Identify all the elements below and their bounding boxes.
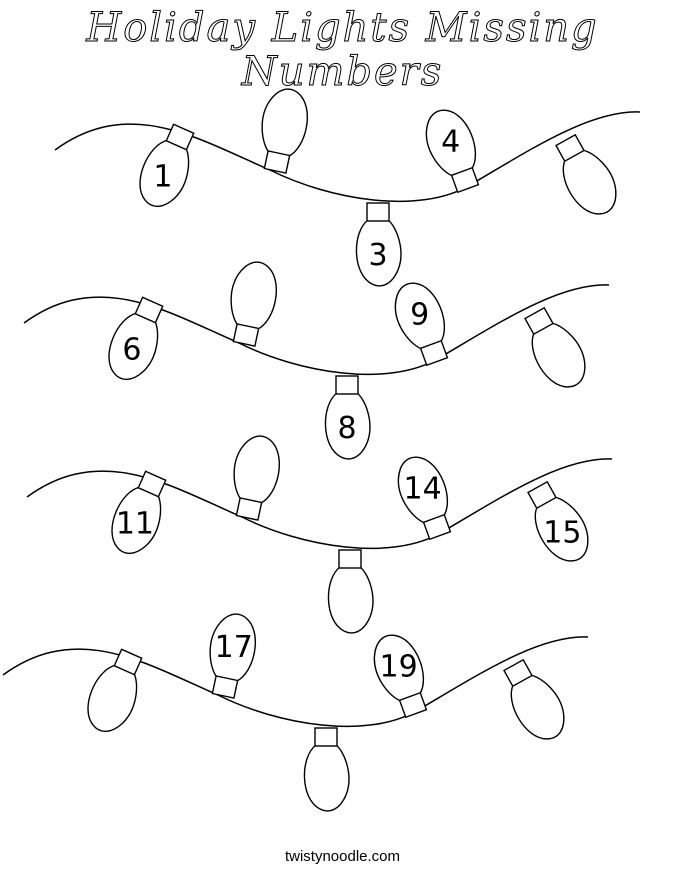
light-bulb: 4 bbox=[425, 109, 480, 194]
bulb-glass bbox=[87, 664, 138, 733]
bulb-glass bbox=[324, 392, 371, 460]
bulb-number: 3 bbox=[368, 238, 387, 273]
bulb-socket bbox=[263, 150, 291, 174]
light-bulb bbox=[327, 549, 374, 634]
bulb-glass bbox=[233, 435, 281, 504]
bulb-glass bbox=[111, 486, 162, 555]
bulb-number: 17 bbox=[215, 630, 253, 665]
light-bulb: 8 bbox=[324, 375, 371, 460]
bulb-glass bbox=[373, 634, 425, 702]
bulb-glass bbox=[139, 139, 190, 208]
light-bulb bbox=[555, 133, 617, 215]
bulb-number: 6 bbox=[122, 332, 141, 367]
bulb-socket bbox=[555, 133, 585, 163]
bulb-glass bbox=[209, 613, 257, 682]
bulb-number: 8 bbox=[337, 411, 356, 446]
light-bulb bbox=[503, 658, 565, 740]
bulb-socket bbox=[366, 202, 390, 222]
bulb-glass bbox=[531, 322, 586, 388]
bulb-socket bbox=[134, 296, 164, 324]
bulb-glass bbox=[510, 674, 565, 740]
string-wire bbox=[23, 284, 610, 376]
light-bulb: 3 bbox=[355, 202, 402, 287]
light-bulb: 1 bbox=[139, 123, 195, 208]
bulb-glass bbox=[230, 261, 278, 330]
light-string-row: 6 8 9 bbox=[23, 261, 610, 460]
bulb-socket bbox=[113, 648, 143, 676]
light-bulb bbox=[230, 261, 278, 347]
bulb-glass bbox=[355, 219, 402, 287]
light-bulb bbox=[303, 727, 350, 812]
light-bulb: 17 bbox=[209, 613, 257, 699]
bulb-number: 14 bbox=[404, 472, 442, 507]
light-bulb bbox=[524, 306, 586, 388]
bulb-socket bbox=[314, 727, 338, 747]
light-bulb: 9 bbox=[394, 282, 449, 367]
bulb-number: 19 bbox=[380, 650, 418, 685]
light-bulb: 14 bbox=[397, 456, 452, 541]
bulb-number: 4 bbox=[441, 125, 460, 160]
bulb-glass bbox=[397, 456, 449, 524]
bulb-socket bbox=[450, 166, 480, 194]
light-bulb: 11 bbox=[111, 470, 167, 555]
bulb-socket bbox=[419, 339, 449, 367]
bulb-socket bbox=[503, 658, 533, 688]
bulb-socket bbox=[335, 375, 359, 395]
worksheet-title: Holiday Lights Missing Numbers bbox=[86, 5, 599, 95]
bulb-glass bbox=[534, 496, 589, 562]
bulb-glass bbox=[562, 149, 617, 215]
light-bulb bbox=[261, 88, 309, 174]
bulb-number: 1 bbox=[153, 159, 172, 194]
string-wire bbox=[26, 458, 613, 550]
light-bulb: 15 bbox=[527, 480, 589, 562]
light-bulb: 19 bbox=[373, 634, 428, 719]
footer-site-credit: twistynoodle.com bbox=[284, 848, 401, 865]
bulb-socket bbox=[422, 513, 452, 541]
light-bulb bbox=[87, 648, 143, 733]
light-string-row: 11 14 15 bbox=[26, 435, 613, 634]
bulb-glass bbox=[261, 88, 309, 157]
bulb-socket bbox=[338, 549, 362, 569]
bulb-glass bbox=[108, 312, 159, 381]
bulb-number: 15 bbox=[543, 516, 581, 551]
bulb-socket bbox=[211, 675, 239, 699]
bulb-glass bbox=[425, 109, 477, 177]
bulb-glass bbox=[303, 744, 350, 812]
bulb-socket bbox=[524, 306, 554, 336]
bulb-number: 11 bbox=[116, 506, 154, 541]
bulb-socket bbox=[165, 123, 195, 151]
light-bulb: 6 bbox=[108, 296, 164, 381]
bulb-socket bbox=[232, 323, 260, 347]
string-wire bbox=[2, 636, 589, 728]
bulb-glass bbox=[394, 282, 446, 350]
bulb-socket bbox=[398, 691, 428, 719]
light-string-row: 1 3 4 bbox=[54, 88, 641, 287]
light-bulb bbox=[233, 435, 281, 521]
bulb-number: 9 bbox=[410, 298, 429, 333]
bulb-socket bbox=[527, 480, 557, 510]
string-wire bbox=[54, 111, 641, 203]
bulb-glass bbox=[327, 566, 374, 634]
bulb-socket bbox=[137, 470, 167, 498]
bulb-socket bbox=[235, 497, 263, 521]
